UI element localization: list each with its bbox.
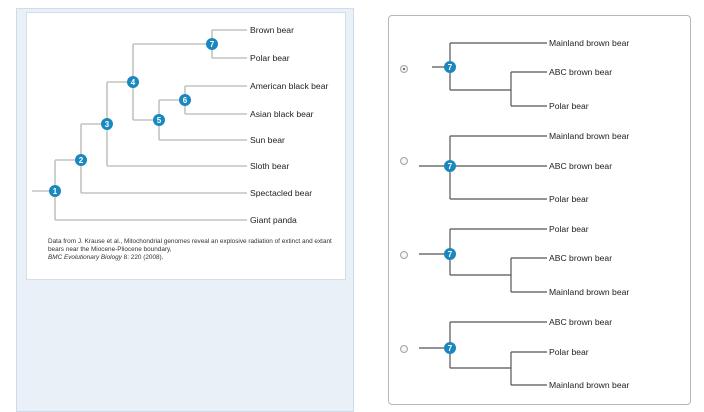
- svg-text:7: 7: [210, 40, 215, 49]
- option-2-radio[interactable]: [400, 157, 408, 165]
- phylogenetic-tree-figure: 1 2 3 4 5 6 7 Brown bear Polar bear Amer…: [26, 12, 346, 280]
- option-4-leaf-3: Mainland brown bear: [549, 380, 629, 390]
- svg-text:5: 5: [157, 116, 162, 125]
- citation-text: Data from J. Krause et al., Mitochondria…: [48, 238, 332, 253]
- svg-text:7: 7: [448, 250, 453, 259]
- option-4-radio[interactable]: [400, 345, 408, 353]
- option-1-leaf-2: ABC brown bear: [549, 67, 612, 77]
- svg-text:7: 7: [448, 162, 453, 171]
- svg-text:7: 7: [448, 344, 453, 353]
- option-1-radio[interactable]: [400, 65, 408, 73]
- option-2-leaf-1: Mainland brown bear: [549, 131, 629, 141]
- option-1-leaf-1: Mainland brown bear: [549, 38, 629, 48]
- option-4-leaf-2: Polar bear: [549, 347, 589, 357]
- node-5: 5: [153, 114, 165, 126]
- leaf-label-asian-black-bear: Asian black bear: [250, 109, 314, 119]
- left-panel: 1 2 3 4 5 6 7 Brown bear Polar bear Amer…: [16, 8, 354, 412]
- option-2-node: 7: [444, 160, 456, 172]
- leaf-label-sloth-bear: Sloth bear: [250, 161, 289, 171]
- node-6: 6: [179, 94, 191, 106]
- citation-journal: BMC Evolutionary Biology: [48, 254, 122, 261]
- svg-text:2: 2: [79, 156, 84, 165]
- leaf-label-spectacled-bear: Spectacled bear: [250, 188, 312, 198]
- node-7: 7: [206, 38, 218, 50]
- leaf-label-polar-bear: Polar bear: [250, 53, 290, 63]
- tree-svg: 1 2 3 4 5 6 7 Brown bear Polar bear Amer…: [32, 25, 328, 225]
- svg-text:7: 7: [448, 63, 453, 72]
- option-3-radio[interactable]: [400, 251, 408, 259]
- node-1: 1: [49, 185, 61, 197]
- option-3-node: 7: [444, 248, 456, 260]
- option-3-leaf-2: ABC brown bear: [549, 253, 612, 263]
- svg-text:6: 6: [183, 96, 188, 105]
- citation: Data from J. Krause et al., Mitochondria…: [48, 238, 338, 262]
- leaf-label-brown-bear: Brown bear: [250, 25, 294, 35]
- svg-text:1: 1: [53, 187, 58, 196]
- option-3-leaf-1: Polar bear: [549, 224, 589, 234]
- svg-text:4: 4: [131, 78, 136, 87]
- svg-text:3: 3: [105, 120, 110, 129]
- option-2-leaf-2: ABC brown bear: [549, 161, 612, 171]
- option-2-leaf-3: Polar bear: [549, 194, 589, 204]
- option-3-leaf-3: Mainland brown bear: [549, 287, 629, 297]
- option-4-leaf-1: ABC brown bear: [549, 317, 612, 327]
- option-1-leaf-3: Polar bear: [549, 101, 589, 111]
- option-4-node: 7: [444, 342, 456, 354]
- node-4: 4: [127, 76, 139, 88]
- option-1-node: 7: [444, 61, 456, 73]
- answer-options-panel: 7 7 7 7 Mainland brown bear ABC brown be…: [388, 15, 691, 405]
- node-3: 3: [101, 118, 113, 130]
- leaf-label-giant-panda: Giant panda: [250, 215, 297, 225]
- leaf-label-sun-bear: Sun bear: [250, 135, 285, 145]
- citation-details: 8: 220 (2008).: [121, 254, 164, 261]
- leaf-label-american-black-bear: American black bear: [250, 81, 328, 91]
- node-2: 2: [75, 154, 87, 166]
- options-svg: 7 7 7 7 Mainland brown bear ABC brown be…: [419, 38, 629, 390]
